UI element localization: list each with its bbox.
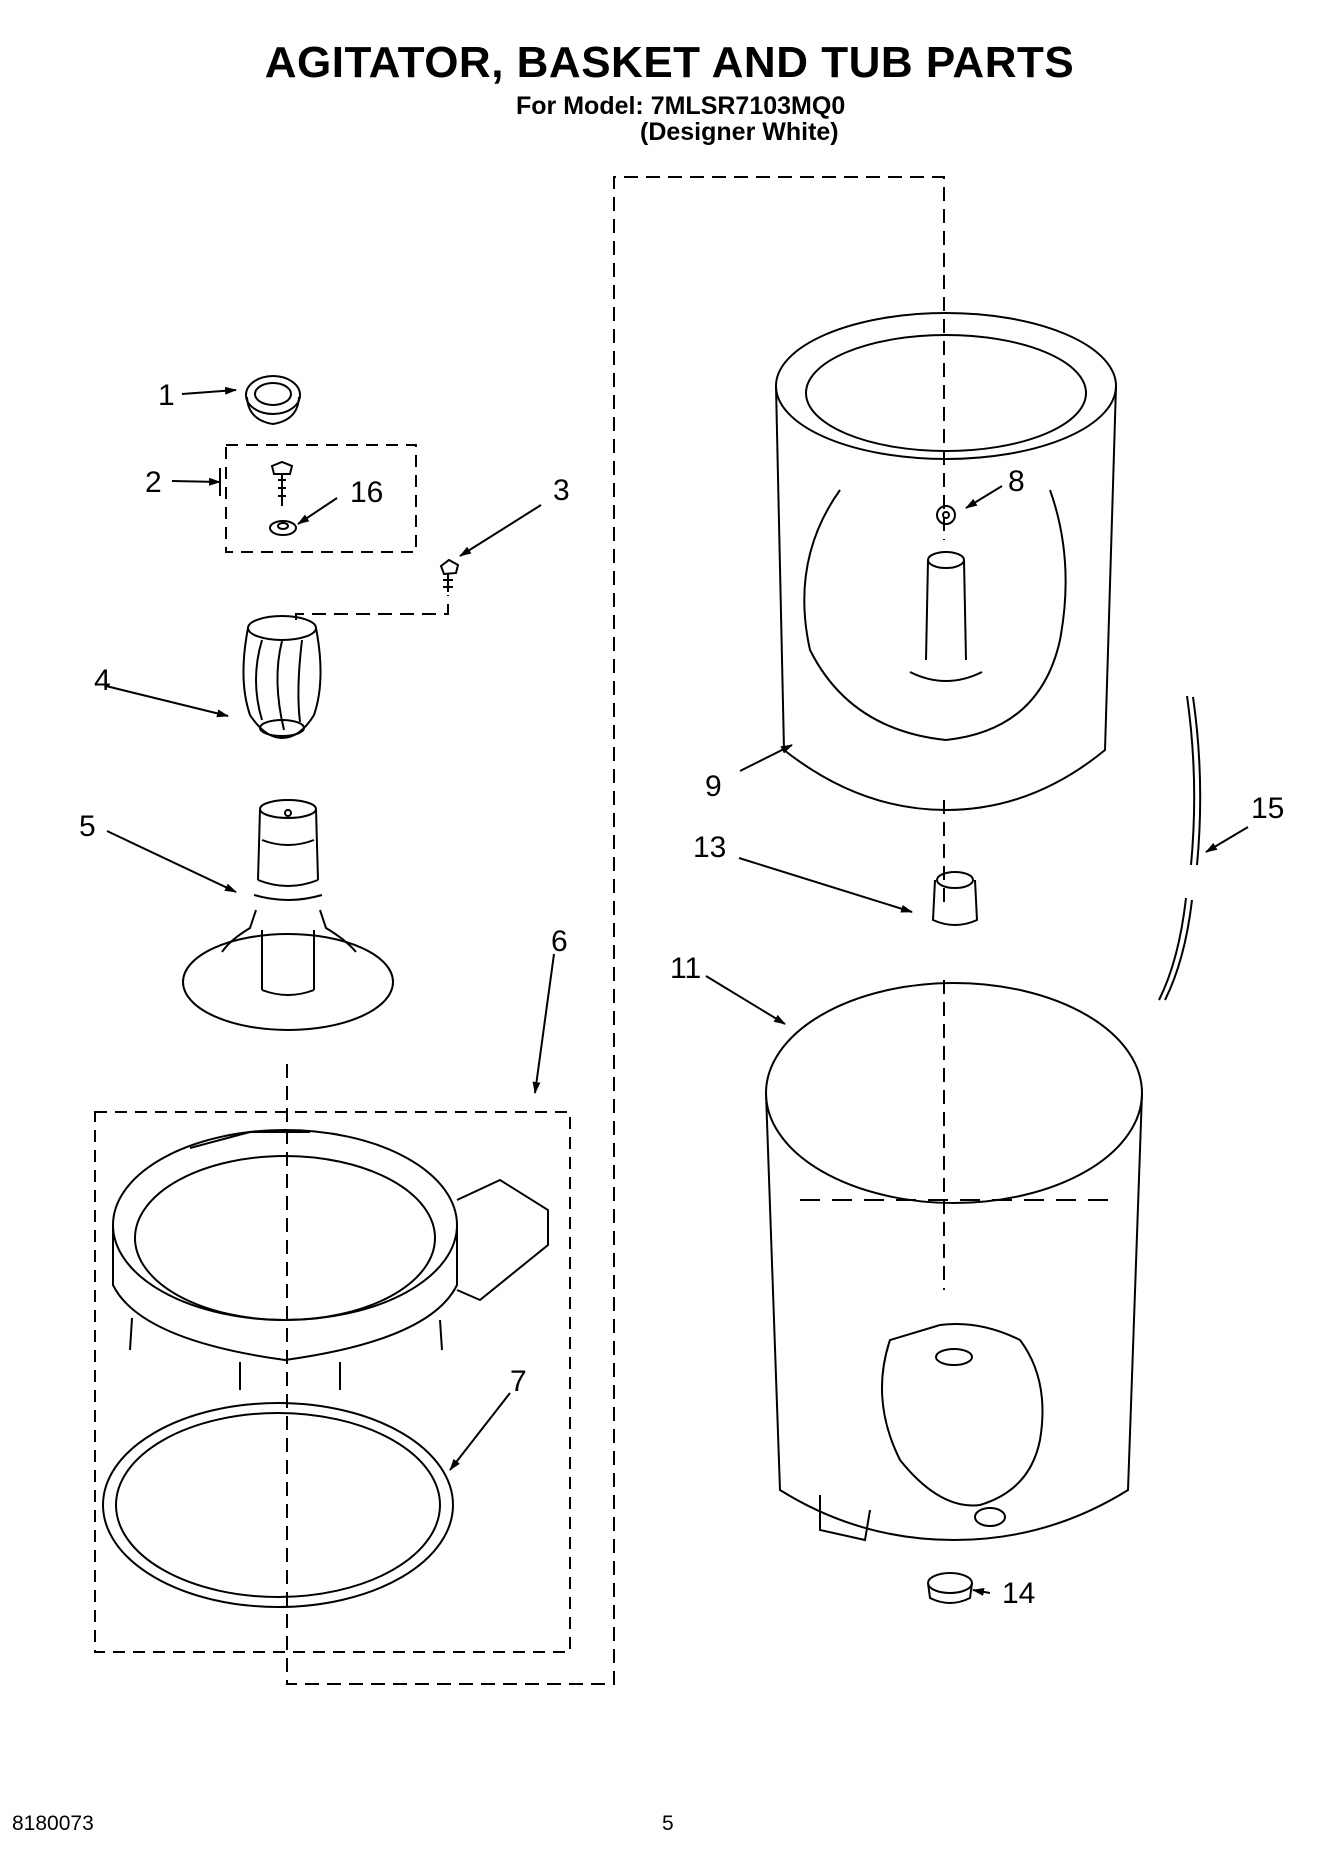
callout-3: 3 xyxy=(553,474,570,507)
callout-6: 6 xyxy=(551,925,568,958)
callout-1: 1 xyxy=(158,379,175,412)
model-variant: (Designer White) xyxy=(640,118,839,146)
callout-4: 4 xyxy=(94,664,111,697)
leader-arrows xyxy=(105,386,1249,1596)
part-11-outer-tub xyxy=(765,982,1143,1542)
page-number: 5 xyxy=(662,1812,674,1835)
part-16-washer xyxy=(269,520,297,536)
callout-labels: 1 2 3 4 5 6 7 8 9 11 13 14 15 16 xyxy=(79,379,1284,1610)
part-4-agitator-top xyxy=(242,615,322,740)
callout-7: 7 xyxy=(510,1365,527,1398)
part-2-bolt xyxy=(270,460,294,506)
part-3-screw xyxy=(439,558,460,592)
part-14-plug xyxy=(927,1572,973,1604)
part-15-hose xyxy=(1158,695,1202,1001)
part-13-hub xyxy=(931,871,979,926)
callout-11: 11 xyxy=(670,952,701,985)
part-6-tub-ring xyxy=(112,1129,549,1390)
kit-box-6-7 xyxy=(94,1111,571,1653)
kit-box-2-16 xyxy=(225,444,417,553)
page-title: AGITATOR, BASKET AND TUB PARTS xyxy=(264,38,1075,87)
callout-8: 8 xyxy=(1008,465,1025,498)
callout-13: 13 xyxy=(693,831,726,864)
model-number: For Model: 7MLSR7103MQ0 xyxy=(516,92,846,120)
assembly-lines xyxy=(286,176,945,1685)
part-1-agitator-cap xyxy=(245,375,301,426)
callout-5: 5 xyxy=(79,810,96,843)
callout-9: 9 xyxy=(705,770,722,803)
document-number: 8180073 xyxy=(12,1812,94,1835)
callout-2: 2 xyxy=(145,466,162,499)
callout-16: 16 xyxy=(350,476,383,509)
part-7-seal-ring xyxy=(102,1402,454,1608)
part-9-basket xyxy=(775,312,1117,812)
callout-15: 15 xyxy=(1251,792,1284,825)
callout-14: 14 xyxy=(1002,1577,1035,1610)
part-5-agitator-base xyxy=(182,799,394,1031)
